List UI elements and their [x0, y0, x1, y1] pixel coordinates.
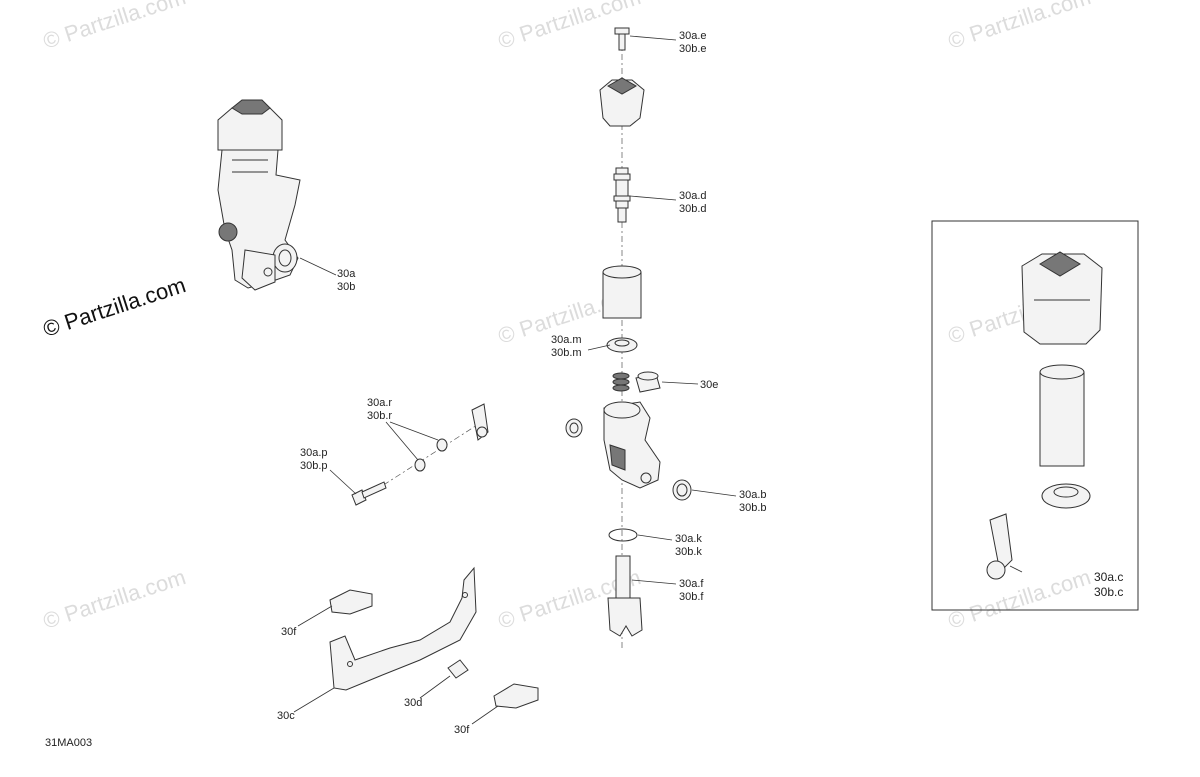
callout-30e: 30e — [700, 379, 719, 391]
leader-line — [297, 605, 333, 627]
shaft-30a-d — [613, 167, 631, 223]
bushing-30e — [635, 371, 661, 393]
callout-30c: 30c — [277, 710, 295, 722]
leader-line — [293, 687, 335, 713]
inset-knob — [1021, 251, 1103, 345]
leader-line — [691, 489, 737, 497]
bolt-30a-p — [351, 481, 387, 506]
circlip-30a-k — [608, 528, 638, 542]
callout-30a-p: 30a.p 30b.p — [300, 447, 328, 472]
inset-nut — [1041, 483, 1091, 509]
detail-inset-frame — [931, 220, 1139, 611]
pin-30d — [447, 659, 469, 679]
nut-30a-m — [606, 337, 638, 353]
screw-30a-e — [614, 27, 630, 51]
knob-cap — [599, 77, 645, 127]
callout-30d: 30d — [404, 697, 423, 709]
washer — [414, 458, 426, 472]
fork-30a-f — [607, 555, 643, 637]
callout-30f-left: 30f — [281, 626, 297, 638]
pad-30f-bottom — [493, 683, 539, 709]
callout-30a-r: 30a.r 30b.r — [367, 397, 393, 422]
leader-line — [385, 421, 419, 461]
plate-30c — [329, 566, 477, 691]
leader-line — [661, 381, 699, 385]
callout-30a-k: 30a.k 30b.k — [675, 533, 702, 558]
leader-line — [329, 469, 357, 495]
pad-30f-left — [329, 589, 373, 615]
leader-line — [637, 534, 673, 541]
inset-clip-lever — [986, 513, 1023, 580]
leader-line — [389, 421, 439, 441]
leader-line — [629, 195, 677, 201]
callout-30a: 30a 30b — [337, 268, 356, 293]
leader-line — [299, 257, 337, 276]
washer — [436, 438, 448, 452]
callout-30a-f: 30a.f 30b.f — [679, 578, 704, 603]
diagram-code: 31MA003 — [45, 737, 93, 749]
leader-line — [631, 579, 677, 585]
callout-30f-bottom: 30f — [454, 724, 470, 736]
inset-sleeve — [1039, 364, 1085, 467]
spring — [612, 372, 630, 392]
sleeve — [602, 265, 642, 319]
clip-lever — [471, 403, 489, 441]
callout-30a-e: 30a.e 30b.e — [679, 30, 707, 55]
callout-30a-m: 30a.m 30b.m — [551, 334, 582, 359]
callout-30a-b: 30a.b 30b.b — [739, 489, 767, 514]
lever-body — [603, 401, 661, 489]
callout-30a-d: 30a.d 30b.d — [679, 190, 707, 215]
leader-line — [629, 35, 677, 41]
leader-line — [419, 675, 451, 699]
leader-line — [587, 344, 611, 351]
lever-assembly-30a — [217, 99, 301, 291]
leader-line — [471, 705, 499, 725]
callout-30a-c: 30a.c 30b.c — [1094, 570, 1124, 599]
